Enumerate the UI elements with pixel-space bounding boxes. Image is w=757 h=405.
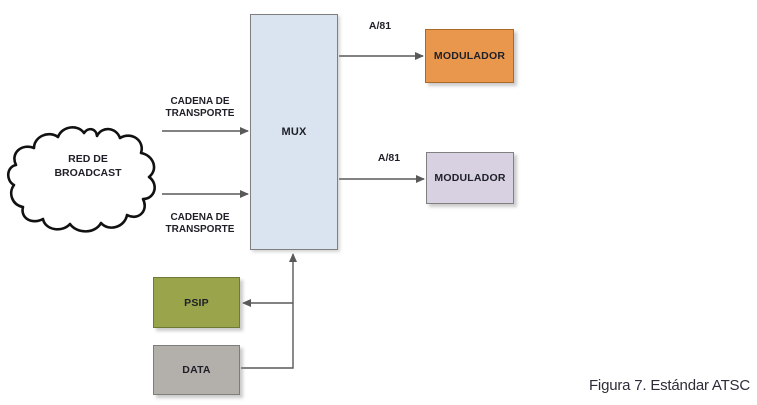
transport-chain-top-line1: CADENA DE — [170, 96, 230, 107]
transport-chain-bottom-line1: CADENA DE — [170, 212, 230, 223]
cloud-label: RED DE BROADCAST — [33, 152, 143, 180]
a81-label-bottom: A/81 — [377, 152, 401, 164]
transport-chain-label-top: CADENA DE TRANSPORTE — [152, 96, 248, 120]
modulador-bottom-box: MODULADOR — [426, 152, 514, 204]
cloud-label-line1: RED DE — [68, 153, 108, 165]
psip-box: PSIP — [153, 277, 240, 328]
psip-label: PSIP — [184, 296, 209, 309]
modulador-top-box: MODULADOR — [425, 29, 514, 83]
transport-chain-label-bottom: CADENA DE TRANSPORTE — [152, 212, 248, 236]
modulador-bottom-label: MODULADOR — [434, 172, 506, 184]
cloud-outline-shape — [6, 126, 156, 233]
cloud-label-line2: BROADCAST — [54, 167, 122, 179]
broadcast-cloud — [6, 126, 156, 233]
mux-box: MUX — [250, 14, 338, 250]
arrow-data-to-mux — [241, 253, 297, 369]
a81-label-top: A/81 — [368, 20, 392, 32]
data-label: DATA — [182, 364, 211, 376]
figure-caption: Figura 7. Estándar ATSC — [588, 377, 750, 394]
transport-chain-bottom-line2: TRANSPORTE — [165, 224, 235, 235]
modulador-top-label: MODULADOR — [433, 50, 506, 62]
transport-chain-top-line2: TRANSPORTE — [165, 108, 235, 119]
mux-label: MUX — [281, 126, 307, 138]
data-box: DATA — [153, 345, 240, 395]
